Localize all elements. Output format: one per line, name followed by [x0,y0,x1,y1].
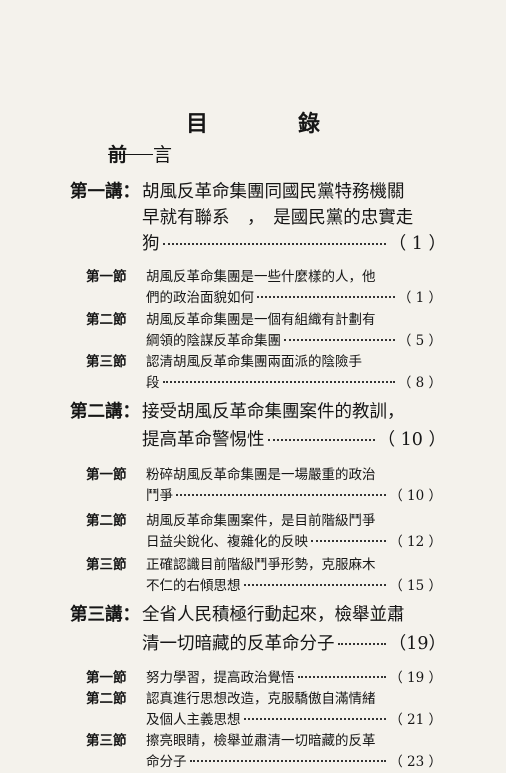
lecture-3-section-1-text: 努力學習，提高政治覺悟 [146,670,295,686]
lecture-3-section-2-page: （ 21 ） [389,712,442,728]
lecture-2-section-2-line-1: 胡風反革命集團案件，是目前階級鬥爭 [146,513,376,529]
lecture-2-section-1-text: 鬥爭 [146,488,173,504]
lecture-2-section-2-last: 日益尖銳化、複雜化的反映 （ 12 ） [146,530,442,550]
dot-leader [176,494,387,496]
lecture-2-section-2-page: （ 12 ） [389,534,442,550]
lecture-1-section-1-text: 們的政治面貌如何 [146,290,254,306]
lecture-1-section-2-last: 綱領的陰謀反革命集團 （ 5 ） [146,329,442,349]
lecture-2-page: （ 10 ） [377,430,446,450]
preface-char-2: 言 [153,144,199,166]
lecture-3-section-1-page: （ 19 ） [389,670,442,686]
lecture-3-label: 第三講： [70,605,140,625]
lecture-3-line-1: 全省人民積極行動起來，檢舉並肅 [142,605,405,625]
dot-leader [162,243,386,245]
lecture-2-section-1-page: （ 10 ） [389,488,442,504]
dot-leader [162,381,395,383]
lecture-3-page: （19） [388,634,446,654]
lecture-2-last-text: 提高革命警惕性 [142,430,265,450]
lecture-3-last-line: 清一切暗藏的反革命分子 （19） [142,630,446,655]
lecture-3-section-3-text: 命分子 [146,754,187,770]
dot-leader [267,439,375,441]
dot-leader [284,339,395,341]
lecture-1-line-2: 早就有聯系 ， 是國民黨的忠實走 [142,208,414,228]
page-title: 目 錄 [185,111,354,137]
lecture-1-last-text: 狗 [142,234,160,254]
dot-leader [297,676,387,678]
lecture-3-section-2-text: 及個人主義思想 [146,712,241,728]
lecture-1-section-1-last: 們的政治面貌如何 （ 1 ） [146,286,442,306]
dot-leader [189,760,387,762]
lecture-3-section-1-label: 第一節 [86,670,127,686]
lecture-3-last-text: 清一切暗藏的反革命分子 [142,634,335,654]
lecture-2-section-1-last: 鬥爭 （ 10 ） [146,484,442,504]
lecture-3-section-1-last: 努力學習，提高政治覺悟 （ 19 ） [146,666,442,686]
lecture-2-section-3-label: 第三節 [86,557,127,573]
lecture-1-section-3-line-1: 認清胡風反革命集團兩面派的陰險手 [146,354,362,370]
lecture-2-section-3-text: 不仁的右傾思想 [146,578,241,594]
lecture-3-section-2-label: 第二節 [86,691,127,707]
lecture-3-section-2-last: 及個人主義思想 （ 21 ） [146,708,442,728]
lecture-3-section-2-line-1: 認真進行思想改造，克服驕傲自滿情緒 [146,691,376,707]
lecture-1-page: （ 1 ） [388,234,446,254]
lecture-1-section-2-text: 綱領的陰謀反革命集團 [146,333,281,349]
lecture-2-label: 第二講： [70,402,140,422]
lecture-1-last-line: 狗 （ 1 ） [142,230,446,255]
lecture-2-last-line: 提高革命警惕性 （ 10 ） [142,426,446,451]
lecture-1-section-3-last: 段 （ 8 ） [146,371,442,391]
lecture-1-section-2-page: （ 5 ） [397,333,442,349]
lecture-3-section-3-label: 第三節 [86,733,127,749]
lecture-1-section-1-line-1: 胡風反革命集團是一些什麼樣的人，他 [146,269,376,285]
lecture-3-section-3-last: 命分子 （ 23 ） [146,750,442,770]
lecture-1-line-1: 胡風反革命集團同國民黨特務機關 [142,182,405,202]
lecture-1-label: 第一講： [70,182,140,202]
lecture-2-section-1-label: 第一節 [86,467,127,483]
lecture-1-section-3-text: 段 [146,375,160,391]
lecture-2-section-2-label: 第二節 [86,513,127,529]
lecture-1-section-2-label: 第二節 [86,312,127,328]
lecture-2-section-3-page: （ 15 ） [389,578,442,594]
lecture-1-section-2-line-1: 胡風反革命集團是一個有組織有計劃有 [146,312,376,328]
preface-entry: 前言 [108,140,198,167]
lecture-3-section-3-line-1: 擦亮眼睛，檢舉並肅清一切暗藏的反革 [146,733,376,749]
dot-leader [311,540,387,542]
lecture-1-section-3-page: （ 8 ） [397,375,442,391]
lecture-1-section-1-label: 第一節 [86,269,127,285]
lecture-2-section-2-text: 日益尖銳化、複雜化的反映 [146,534,308,550]
lecture-2-section-3-line-1: 正確認識目前階級鬥爭形勢，克服麻木 [146,557,376,573]
preface-char-1: 前 [108,144,154,166]
lecture-2-section-1-line-1: 粉碎胡風反革命集團是一場嚴重的政治 [146,467,376,483]
lecture-1-section-3-label: 第三節 [86,354,127,370]
lecture-2-section-3-last: 不仁的右傾思想 （ 15 ） [146,574,442,594]
lecture-3-section-3-page: （ 23 ） [389,754,442,770]
dot-leader [257,296,395,298]
lecture-2-line-1: 接受胡風反革命集團案件的教訓， [142,402,405,422]
dot-leader [337,643,386,645]
dot-leader [243,584,387,586]
lecture-1-section-1-page: （ 1 ） [397,290,442,306]
dot-leader [243,718,387,720]
